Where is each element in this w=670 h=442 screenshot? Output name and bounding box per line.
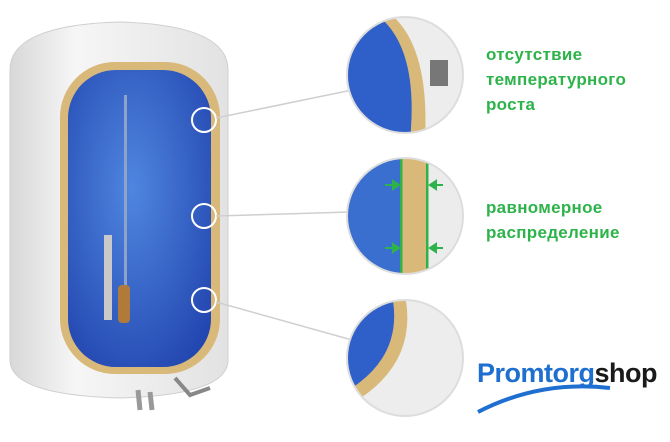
callout-middle-detail: [347, 158, 463, 274]
promtorgshop-logo: Promtorgshop: [477, 358, 657, 389]
label-line: отсутствие: [486, 45, 583, 64]
label-line: температурного: [486, 70, 627, 89]
label-line: роста: [486, 95, 536, 114]
callout-bottom-detail: [347, 300, 463, 416]
logo-swoosh: [477, 384, 611, 414]
callout-label-even-distribution: равномерное распределение: [486, 195, 620, 245]
callout-label-no-temperature-rise: отсутствие температурного роста: [486, 42, 626, 117]
water-heater-tank: [9, 21, 229, 411]
callout-top-detail: [347, 17, 463, 133]
logo-part-promtorg: Promtorg: [477, 358, 595, 388]
label-line: распределение: [486, 223, 620, 242]
label-line: равномерное: [486, 198, 603, 217]
logo-part-shop: shop: [594, 358, 658, 388]
leader-lines: [215, 89, 353, 341]
